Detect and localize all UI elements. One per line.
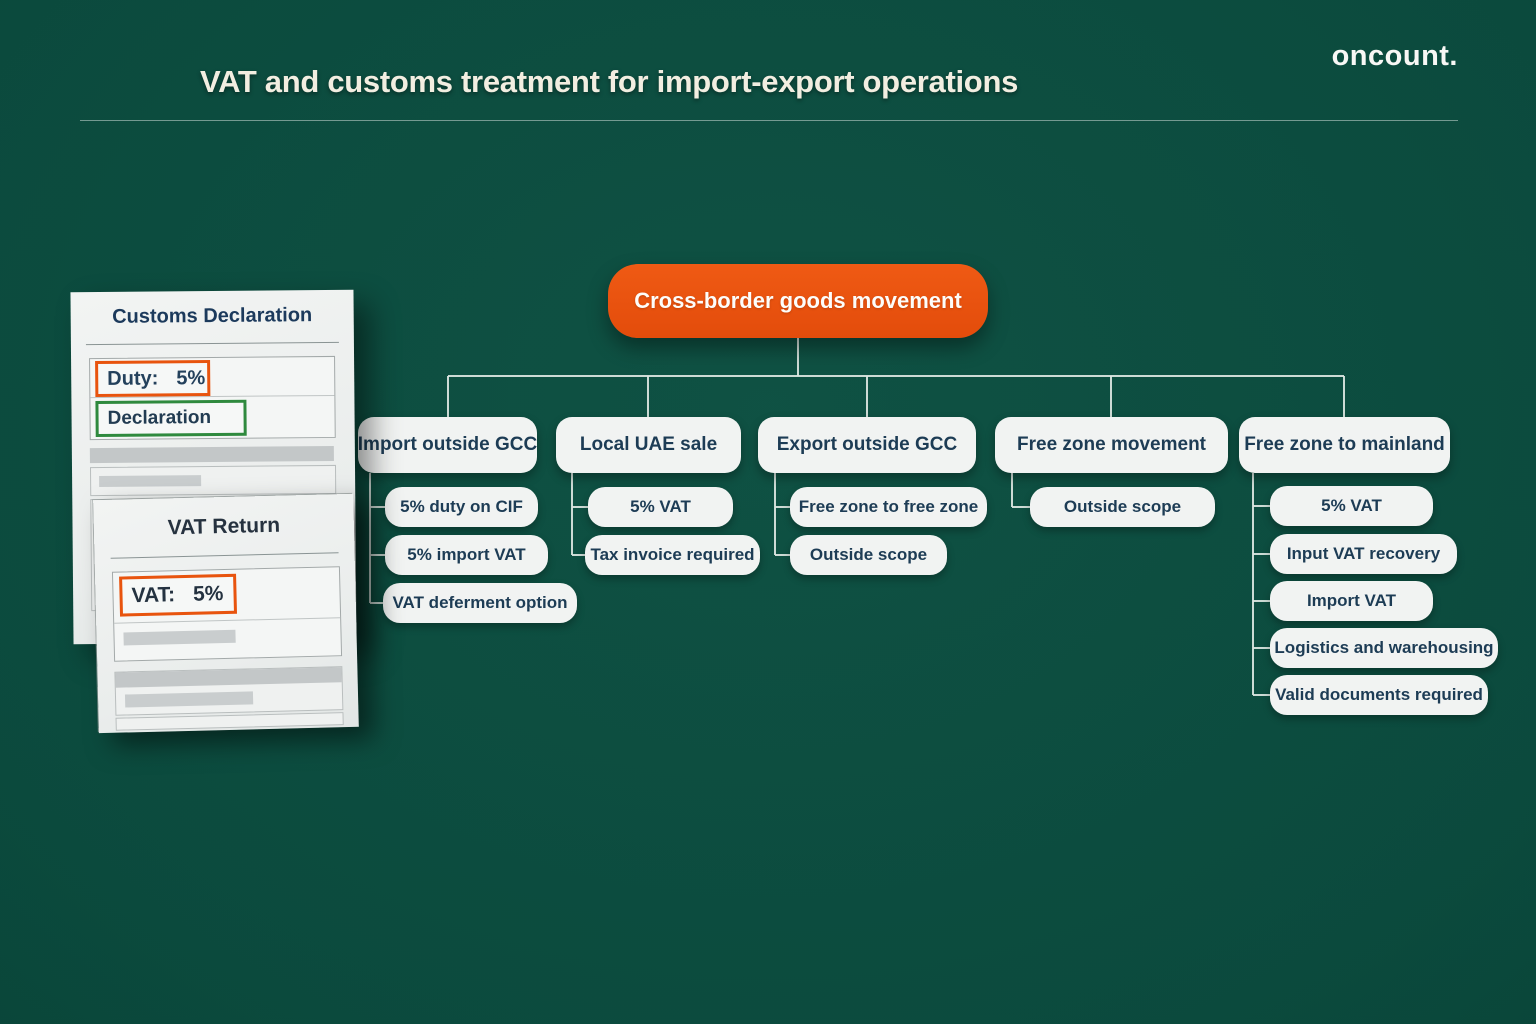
placeholder-row: [114, 666, 344, 716]
header-divider: [80, 120, 1458, 121]
vat-return-document: VAT Return VAT: 5%: [93, 493, 359, 734]
vat-label: VAT:: [131, 583, 176, 608]
branch-import-outside-gcc: Import outside GCC: [358, 417, 537, 473]
placeholder-bar: [99, 475, 202, 487]
root-node-cross-border: Cross-border goods movement: [608, 264, 988, 338]
leaf-tax-invoice-required: Tax invoice required: [585, 535, 760, 575]
page-title: VAT and customs treatment for import-exp…: [200, 64, 1019, 99]
document-form-section: Duty: 5% Declaration: [89, 355, 336, 441]
brand-logo: oncount.: [1331, 40, 1458, 72]
vat-value: 5%: [192, 582, 224, 606]
branch-local-uae-sale: Local UAE sale: [556, 417, 741, 473]
leaf-import-vat: 5% import VAT: [385, 535, 548, 575]
leaf-5-vat-mainland: 5% VAT: [1270, 486, 1433, 526]
leaf-duty-on-cif: 5% duty on CIF: [385, 487, 538, 527]
declaration-label: Declaration: [107, 407, 212, 429]
leaf-free-zone-to-free-zone: Free zone to free zone: [790, 487, 987, 527]
placeholder-bar: [89, 445, 334, 464]
document-title: Customs Declaration: [112, 304, 313, 328]
duty-value: 5%: [176, 366, 206, 389]
branch-export-outside-gcc: Export outside GCC: [758, 417, 976, 473]
document-rule: [85, 341, 339, 346]
leaf-outside-scope-movement: Outside scope: [1030, 487, 1215, 527]
branch-free-zone-movement: Free zone movement: [995, 417, 1228, 473]
leaf-5-vat-local: 5% VAT: [588, 487, 733, 527]
form-row-divider: [114, 617, 341, 624]
leaf-import-vat-mainland: Import VAT: [1270, 581, 1433, 621]
duty-label: Duty:: [107, 366, 159, 390]
placeholder-bar: [115, 667, 342, 688]
duty-field-highlight: Duty: 5%: [95, 360, 211, 398]
placeholder-row: [115, 712, 344, 731]
placeholder-bar: [123, 629, 236, 646]
placeholder-bar: [124, 691, 254, 708]
vat-field-highlight: VAT: 5%: [119, 573, 238, 617]
leaf-outside-scope-export: Outside scope: [790, 535, 947, 575]
document-title: VAT Return: [167, 513, 281, 540]
branch-free-zone-to-mainland: Free zone to mainland: [1239, 417, 1450, 473]
document-rule: [110, 552, 339, 559]
leaf-input-vat-recovery: Input VAT recovery: [1270, 534, 1457, 574]
declaration-field-highlight: Declaration: [95, 399, 247, 438]
document-form-section: VAT: 5%: [111, 566, 343, 662]
leaf-valid-documents-required: Valid documents required: [1270, 675, 1488, 715]
leaf-logistics-and-warehousing: Logistics and warehousing: [1270, 628, 1498, 668]
placeholder-row: [89, 464, 337, 497]
leaf-vat-deferment-option: VAT deferment option: [383, 583, 577, 623]
